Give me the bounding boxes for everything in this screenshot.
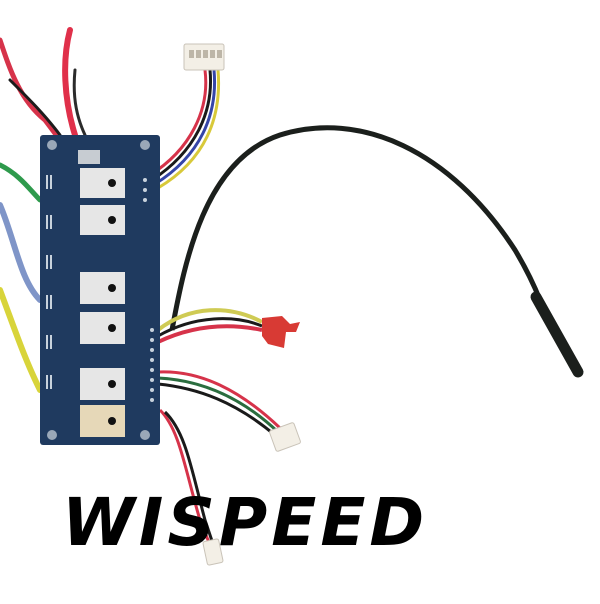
mosfets [80, 168, 125, 437]
brand-logo-text: WISPEED [62, 484, 429, 561]
bottom-harness [158, 408, 224, 566]
brand-logo: WISPEED [62, 484, 532, 561]
white-connector-harness [157, 370, 301, 452]
red-connector-harness [156, 308, 300, 348]
controller-pcb [40, 135, 160, 445]
left-wires [0, 27, 87, 393]
temperature-sensor-cable [169, 125, 584, 378]
top-connector-harness [149, 43, 225, 190]
